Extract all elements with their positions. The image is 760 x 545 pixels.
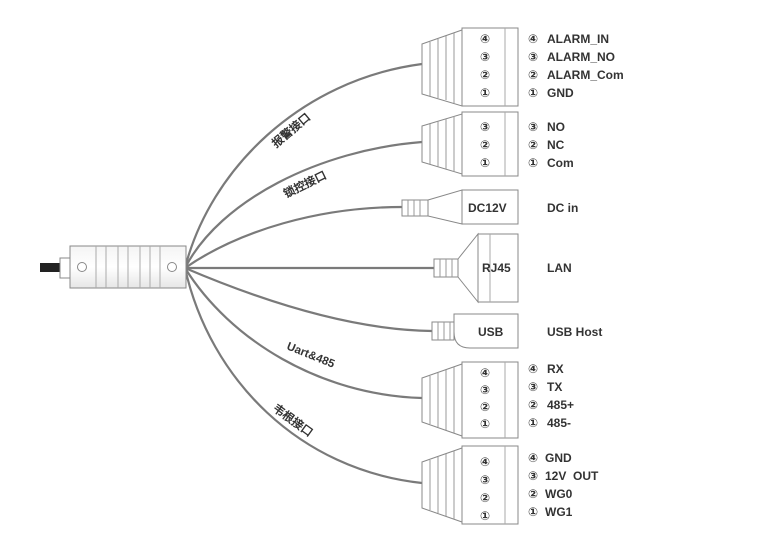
wiegand-signal-name: WG0 [545, 487, 573, 501]
alarm-signal-num: ① [528, 86, 538, 100]
terminal-block-lock: ③ ② ① [421, 111, 519, 177]
alarm-pin-4: ④ [480, 32, 490, 46]
signal-labels-alarm: ④ ALARM_IN ③ ALARM_NO ② ALARM_Com ① GND [528, 32, 624, 100]
terminal-block-wiegand: ④ ③ ② ① [421, 445, 519, 525]
alarm-signal-num: ③ [528, 50, 538, 64]
cable-wiegand [183, 267, 423, 485]
lock-pin-2: ② [480, 138, 490, 152]
alarm-pin-2: ② [480, 68, 490, 82]
usb-host-label: USB Host [547, 325, 602, 339]
rj45-connector-label: RJ45 [482, 261, 511, 275]
usb-connector-label: USB [478, 325, 504, 339]
uart-pin-2: ② [480, 400, 490, 414]
wiegand-signal-name: 12V OUT [545, 469, 599, 483]
wiegand-pin-1: ① [480, 509, 490, 523]
wiegand-pin-4: ④ [480, 455, 490, 469]
label-lock-interface: 锁控接口 [281, 168, 328, 201]
wiegand-signal-num: ① [528, 505, 538, 519]
usb-connector: USB [431, 313, 519, 349]
dc-in-label: DC in [547, 201, 578, 215]
alarm-signal-name: ALARM_Com [547, 68, 624, 82]
cables [183, 62, 434, 485]
uart-signal-name: 485+ [547, 398, 574, 412]
alarm-signal-num: ② [528, 68, 538, 82]
uart-signal-num: ① [528, 416, 538, 430]
dc-connector-label: DC12V [468, 201, 507, 215]
rj45-connector: RJ45 [433, 232, 519, 304]
lock-signal-num: ① [528, 156, 538, 170]
alarm-signal-name: GND [547, 86, 574, 100]
dc-connector: DC12V [401, 189, 519, 225]
cable-dc [184, 205, 403, 269]
uart-pin-1: ① [480, 417, 490, 431]
uart-signal-num: ③ [528, 380, 538, 394]
cable-uart [184, 267, 423, 400]
lock-signal-name: NC [547, 138, 565, 152]
alarm-signal-name: ALARM_NO [547, 50, 615, 64]
alarm-signal-name: ALARM_IN [547, 32, 609, 46]
screw-hole-left [77, 262, 87, 272]
lock-signal-name: Com [547, 156, 574, 170]
wiegand-signal-name: WG1 [545, 505, 573, 519]
terminal-block-uart: ④ ③ ② ① [421, 361, 519, 439]
screw-hole-right [167, 262, 177, 272]
cable-usb [184, 266, 433, 333]
main-connector [40, 245, 187, 289]
lock-signal-num: ② [528, 138, 538, 152]
terminal-block-alarm: ④ ③ ② ① [421, 27, 519, 107]
wiegand-pin-2: ② [480, 491, 490, 505]
wiegand-signal-num: ④ [528, 451, 538, 465]
lock-pin-1: ① [480, 156, 490, 170]
signal-labels-uart: ④ RX ③ TX ② 485+ ① 485- [528, 362, 574, 430]
signal-labels-wiegand: ④ GND ③ 12V OUT ② WG0 ① WG1 [528, 451, 599, 519]
signal-labels-lock: ③ NO ② NC ① Com [528, 120, 574, 170]
uart-signal-name: 485- [547, 416, 571, 430]
alarm-signal-num: ④ [528, 32, 538, 46]
lan-label: LAN [547, 261, 572, 275]
wiegand-signal-name: GND [545, 451, 572, 465]
uart-signal-name: RX [547, 362, 564, 376]
wiegand-signal-num: ② [528, 487, 538, 501]
alarm-pin-1: ① [480, 86, 490, 100]
uart-pin-3: ③ [480, 383, 490, 397]
uart-signal-num: ② [528, 398, 538, 412]
wiegand-signal-num: ③ [528, 469, 538, 483]
lock-pin-3: ③ [480, 120, 490, 134]
label-uart-485: Uart&485 [285, 341, 337, 371]
cable-alarm [183, 62, 423, 269]
uart-signal-name: TX [547, 380, 562, 394]
uart-signal-num: ④ [528, 362, 538, 376]
wiegand-pin-3: ③ [480, 473, 490, 487]
lock-signal-name: NO [547, 120, 565, 134]
uart-pin-4: ④ [480, 366, 490, 380]
lock-signal-num: ③ [528, 120, 538, 134]
cable-lock [184, 140, 423, 269]
alarm-pin-3: ③ [480, 50, 490, 64]
